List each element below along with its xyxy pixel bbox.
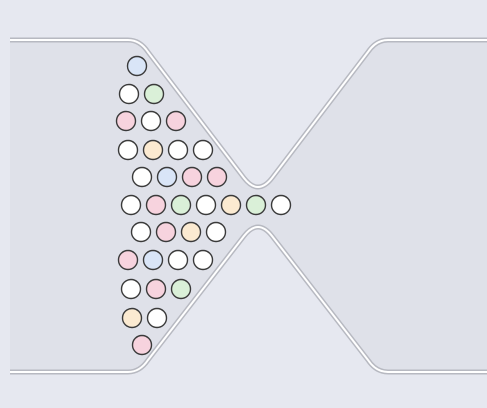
yellow-ball [144,141,163,160]
pink-ball [183,168,202,187]
white-ball [122,280,141,299]
white-ball [194,141,213,160]
white-ball [119,141,138,160]
pink-ball [147,196,166,215]
white-ball [207,223,226,242]
blue-ball [128,57,147,76]
white-ball [132,223,151,242]
pink-ball [119,251,138,270]
pink-ball [147,280,166,299]
white-ball [169,251,188,270]
white-ball [122,196,141,215]
white-ball [169,141,188,160]
yellow-ball [182,223,201,242]
white-ball [133,168,152,187]
yellow-ball [123,309,142,328]
pink-ball [167,112,186,131]
white-ball [142,112,161,131]
green-ball [145,85,164,104]
pink-ball [208,168,227,187]
green-ball [247,196,266,215]
pink-ball [133,336,152,355]
blue-ball [144,251,163,270]
pink-ball [117,112,136,131]
white-ball [148,309,167,328]
white-ball [197,196,216,215]
pink-ball [157,223,176,242]
white-ball [272,196,291,215]
blue-ball [158,168,177,187]
white-ball [194,251,213,270]
yellow-ball [222,196,241,215]
white-ball [120,85,139,104]
green-ball [172,280,191,299]
green-ball [172,196,191,215]
